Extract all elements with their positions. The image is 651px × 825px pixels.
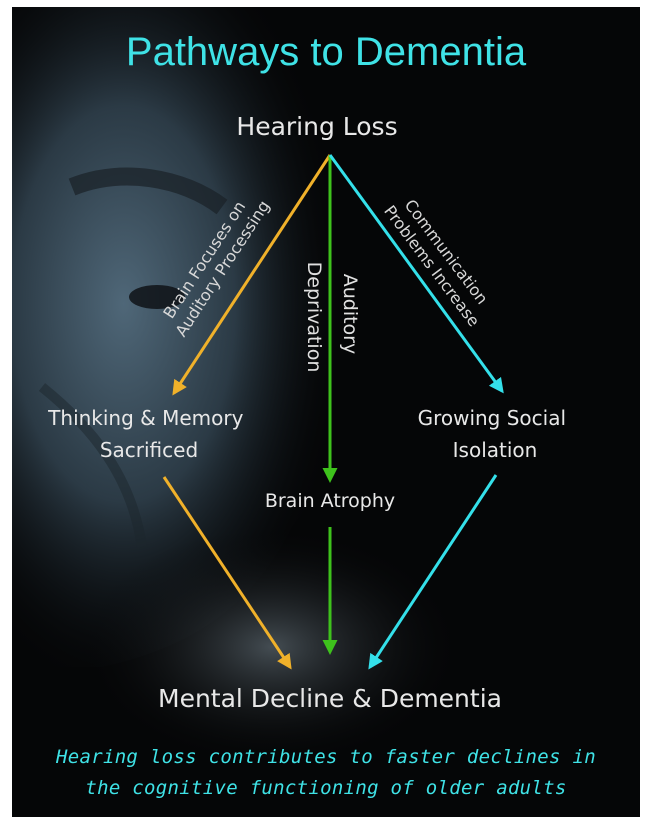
pathways-diagram: Pathways to Dementia Hearing Loss Brain … bbox=[12, 7, 640, 817]
node-social-isolation: Growing Social Isolation bbox=[418, 406, 573, 462]
node-thinking-memory-line2: Sacrificed bbox=[100, 438, 198, 462]
svg-text:Brain Focuses on Audit: Brain Focuses on Auditory Processing bbox=[155, 186, 274, 340]
node-hearing-loss: Hearing Loss bbox=[236, 112, 397, 141]
poster: Pathways to Dementia Hearing Loss Brain … bbox=[12, 7, 640, 817]
svg-text:Communication Problems: Communication Problems Increase bbox=[380, 190, 499, 331]
footer-line-2: the cognitive functioning of older adult… bbox=[12, 773, 640, 804]
footer-caption: Hearing loss contributes to faster decli… bbox=[12, 742, 640, 804]
edge-label-auditory-deprivation: Auditory Deprivation bbox=[303, 262, 361, 373]
diagram-title: Pathways to Dementia bbox=[126, 30, 527, 74]
node-social-isolation-line1: Growing Social bbox=[418, 406, 566, 430]
footer-line-1: Hearing loss contributes to faster decli… bbox=[12, 742, 640, 773]
node-mental-decline: Mental Decline & Dementia bbox=[158, 684, 502, 713]
node-thinking-memory-line1: Thinking & Memory bbox=[47, 406, 243, 430]
edge-label-auditory-line1: Auditory bbox=[339, 274, 361, 355]
svg-text:Auditory Deprivation: Auditory Deprivation bbox=[303, 262, 361, 373]
node-thinking-memory: Thinking & Memory Sacrificed bbox=[47, 406, 250, 462]
node-brain-atrophy: Brain Atrophy bbox=[265, 490, 395, 512]
edge-label-auditory-line2: Deprivation bbox=[303, 262, 325, 373]
edge-label-communication: Communication Problems Increase bbox=[380, 190, 499, 331]
edge-label-brain-focuses: Brain Focuses on Auditory Processing bbox=[155, 186, 274, 340]
node-social-isolation-line2: Isolation bbox=[453, 438, 538, 462]
